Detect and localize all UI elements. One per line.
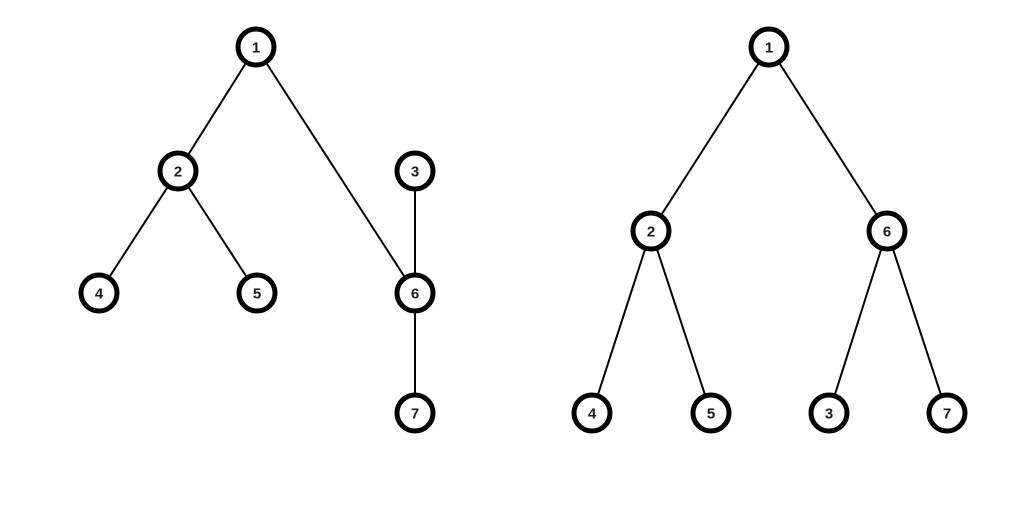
right-tree: 1 2 6 4 5 3 7 (571, 26, 968, 434)
node-circle (690, 392, 732, 434)
tree-edge-1-2 (177, 46, 257, 172)
node-circle (571, 392, 613, 434)
node-label: 3 (825, 405, 833, 422)
right-tree-node-2: 2 (630, 210, 672, 252)
tree-edge-6-3 (828, 230, 888, 414)
node-label: 6 (411, 285, 419, 302)
tree-edge-1-6 (255, 46, 416, 294)
node-circle (236, 272, 278, 314)
right-tree-node-5: 5 (690, 392, 732, 434)
left-tree-node-5: 5 (236, 272, 278, 314)
right-tree-node-3: 3 (808, 392, 850, 434)
left-tree-node-2: 2 (157, 150, 199, 192)
tree-edge-1-2 (650, 46, 770, 232)
left-tree-node-7: 7 (394, 392, 436, 434)
tree-edge-2-4 (98, 170, 179, 294)
node-label: 5 (253, 285, 261, 302)
node-circle (394, 150, 436, 192)
node-circle (394, 392, 436, 434)
node-circle (866, 210, 908, 252)
right-tree-node-4: 4 (571, 392, 613, 434)
right-tree-node-6: 6 (866, 210, 908, 252)
left-tree-node-3: 3 (394, 150, 436, 192)
left-tree: 1 2 3 4 5 6 7 (78, 26, 436, 434)
tree-edge-1-6 (768, 46, 888, 232)
node-label: 4 (95, 285, 104, 302)
node-label: 6 (883, 223, 891, 240)
node-circle (630, 210, 672, 252)
node-label: 2 (174, 163, 182, 180)
node-label: 1 (765, 39, 773, 56)
node-circle (157, 150, 199, 192)
left-tree-node-6: 6 (394, 272, 436, 314)
node-label: 3 (411, 163, 419, 180)
node-label: 7 (943, 405, 951, 422)
tree-edge-2-5 (650, 230, 712, 414)
node-label: 5 (707, 405, 715, 422)
node-circle (235, 26, 277, 68)
node-label: 2 (647, 223, 655, 240)
right-tree-node-1: 1 (748, 26, 790, 68)
left-tree-node-1: 1 (235, 26, 277, 68)
node-circle (748, 26, 790, 68)
tree-edge-6-7 (886, 230, 948, 414)
node-circle (394, 272, 436, 314)
tree-edge-2-5 (177, 170, 258, 294)
node-label: 4 (588, 405, 597, 422)
left-tree-node-4: 4 (78, 272, 120, 314)
node-label: 7 (411, 405, 419, 422)
node-label: 1 (252, 39, 260, 56)
tree-edge-2-4 (591, 230, 652, 414)
node-circle (926, 392, 968, 434)
node-circle (808, 392, 850, 434)
right-tree-node-7: 7 (926, 392, 968, 434)
node-circle (78, 272, 120, 314)
